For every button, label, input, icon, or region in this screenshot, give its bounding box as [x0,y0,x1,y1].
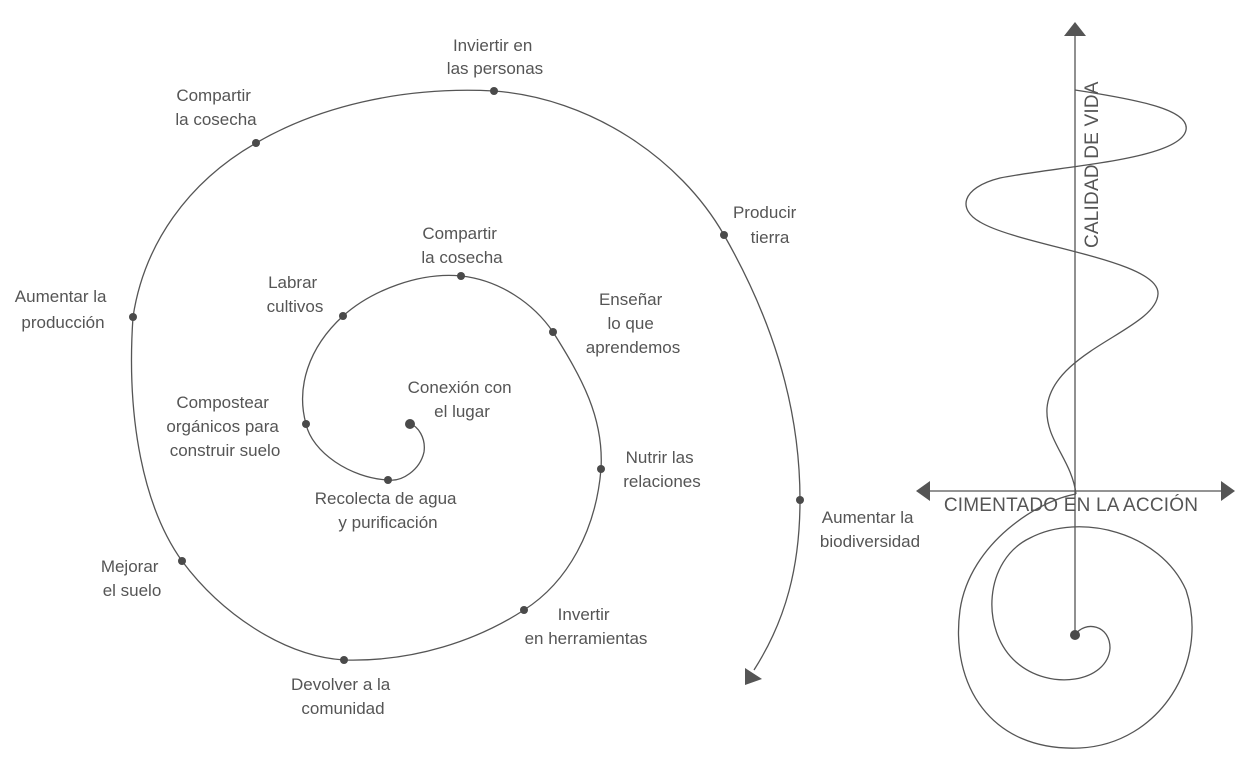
node-dot-invertir-personas [490,87,498,95]
spiral-arrowhead [745,668,762,685]
vertical-axis-label: CALIDAD DE VIDA [1082,81,1103,248]
node-dot-biodiversidad [796,496,804,504]
node-dot-ensenar [549,328,557,336]
center-label: Conexión con el lugar [408,378,517,421]
node-dot-invertir-herramientas [520,606,528,614]
node-dot-labrar [339,312,347,320]
node-dot-producir [720,231,728,239]
grounded-spiral-path [957,493,1193,749]
vertical-axis-arrowhead [1064,22,1086,36]
node-dot-nutrir [597,465,605,473]
label-invertir-herramientas: Invertir en herramientas [525,605,648,648]
label-ensenar: Enseñar lo que aprendemos [586,290,681,357]
label-invertir-personas: Inviertir en las personas [447,36,543,78]
label-compartir-inner: Compartir la cosecha [421,224,503,267]
horizontal-axis-arrowhead-left [916,481,930,501]
label-compostear: Compostear orgánicos para construir suel… [166,393,283,460]
label-recolecta: Recolecta de agua y purificación [315,489,462,532]
quality-wave-path [965,89,1187,495]
node-dot-compostear [302,420,310,428]
horizontal-axis-arrowhead-right [1221,481,1235,501]
label-aumentar-produccion: Aumentar la producción [15,287,111,332]
label-producir: Producir tierra [733,203,801,247]
node-dot-aumentar-produccion [129,313,137,321]
center-dot [405,419,415,429]
node-dot-mejorar [178,557,186,565]
node-dot-compartir-outer [252,139,260,147]
label-biodiversidad: Aumentar la biodiversidad [820,508,920,551]
label-labrar: Labrar cultivos [267,273,324,316]
label-mejorar: Mejorar el suelo [101,557,163,600]
label-nutrir: Nutrir las relaciones [623,448,701,491]
label-devolver: Devolver a la comunidad [291,675,395,718]
main-spiral-path [130,89,801,671]
origin-dot [1070,630,1080,640]
label-compartir-outer: Compartir la cosecha [175,86,257,129]
horizontal-axis-label: CIMENTADO EN LA ACCIÓN [944,494,1198,516]
node-dot-compartir-inner [457,272,465,280]
node-dot-recolecta [384,476,392,484]
node-dot-devolver [340,656,348,664]
